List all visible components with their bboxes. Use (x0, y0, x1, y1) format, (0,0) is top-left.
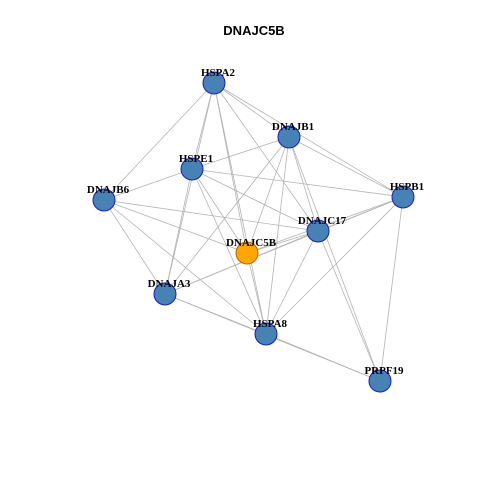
node-label-hspa8: HSPA8 (253, 318, 288, 330)
edge-hspb1-hspa8 (265, 196, 404, 335)
node-label-hspb1: HSPB1 (390, 181, 424, 193)
edge-hspe1-hspa8 (191, 168, 267, 335)
node-label-hspa2: HSPA2 (201, 67, 236, 79)
edge-hspa2-dnajb1 (213, 82, 290, 138)
node-label-dnaja3: DNAJA3 (148, 278, 191, 290)
nodes-layer (92, 71, 415, 393)
edge-hspa2-dnajb6 (103, 82, 215, 201)
node-label-hspe1: HSPE1 (179, 153, 213, 165)
edge-hspe1-hspb1 (191, 168, 404, 198)
node-label-dnajb6: DNAJB6 (87, 184, 130, 196)
edge-hspb1-prpf19 (379, 196, 404, 382)
edge-dnajb1-dnajc5b (246, 136, 290, 254)
edge-hspa2-hspb1 (213, 82, 404, 198)
edge-hspa2-dnajc17 (213, 82, 319, 232)
edge-dnajb1-hspe1 (191, 136, 290, 170)
node-dnajb1 (277, 125, 301, 149)
edge-dnajc17-prpf19 (317, 230, 381, 382)
edge-dnajb6-dnajc5b (103, 199, 248, 254)
edge-hspe1-dnajc17 (191, 168, 319, 232)
node-label-prpf19: PRPF19 (364, 365, 404, 377)
graph-title: DNAJC5B (223, 23, 284, 38)
edge-dnajc5b-hspa8 (246, 252, 267, 335)
node-dnaja3 (153, 282, 177, 306)
edge-hspe1-dnaja3 (164, 168, 193, 295)
edges-layer (103, 82, 404, 382)
edge-hspe1-dnajb6 (103, 168, 193, 201)
edge-dnajb6-dnaja3 (103, 199, 166, 295)
node-hspe1 (180, 157, 204, 181)
node-hspb1 (391, 185, 415, 209)
edge-hspa2-hspa8 (213, 82, 267, 335)
edge-dnajb1-prpf19 (288, 136, 381, 382)
edge-dnajc17-dnajc5b (246, 230, 319, 254)
edge-hspa8-prpf19 (265, 333, 381, 382)
edge-hspe1-dnajc5b (191, 168, 248, 254)
edge-hspa2-dnaja3 (164, 82, 215, 295)
node-hspa8 (254, 322, 278, 346)
node-label-dnajc17: DNAJC17 (298, 215, 347, 227)
node-dnajc5b (235, 241, 259, 265)
edge-dnajb6-hspa8 (103, 199, 267, 335)
edge-dnajc17-hspa8 (265, 230, 319, 335)
edge-dnajb1-hspa8 (265, 136, 290, 335)
node-label-dnajb1: DNAJB1 (272, 121, 314, 133)
edge-dnajb1-hspb1 (288, 136, 404, 198)
node-label-dnajc5b: DNAJC5B (226, 237, 277, 249)
edge-dnajb6-dnajc17 (103, 199, 319, 232)
node-prpf19 (368, 369, 392, 393)
node-dnajc17 (306, 219, 330, 243)
node-dnajb6 (92, 188, 116, 212)
node-hspa2 (202, 71, 226, 95)
